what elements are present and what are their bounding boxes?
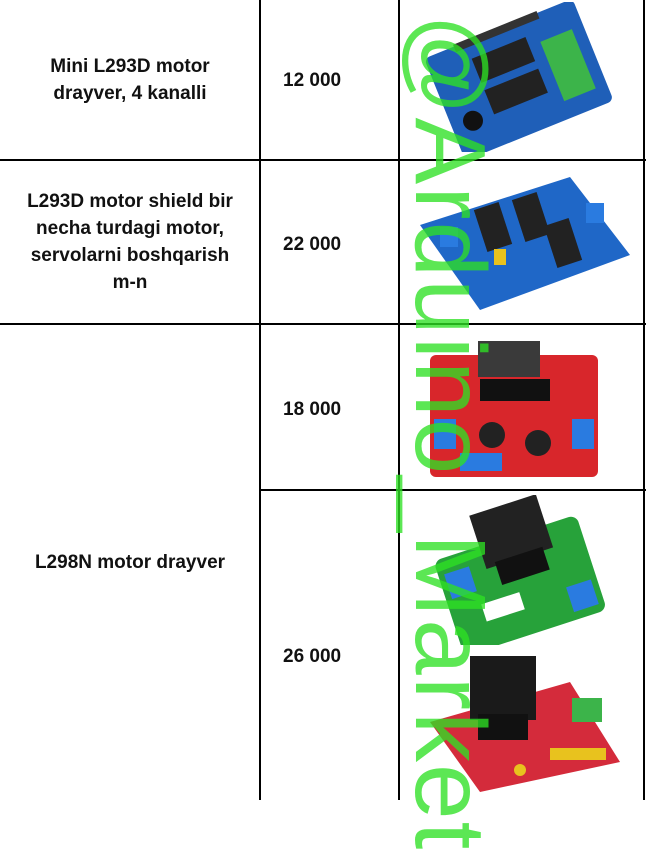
product-name-l293d-shield: L293D motor shield bir necha turdagi mot… <box>0 161 260 323</box>
product-name-mini-l293d: Mini L293D motor drayver, 4 kanalli <box>0 0 260 159</box>
column-divider <box>398 0 400 800</box>
product-name-l298n: L298N motor drayver <box>0 325 260 800</box>
price-l298n-green: 26 000 <box>283 646 342 667</box>
name-line: necha turdagi motor, <box>36 218 224 239</box>
price-l293d-shield: 22 000 <box>283 234 342 255</box>
l298n-red-heatsink-board-image <box>420 652 625 797</box>
row-divider <box>0 323 646 325</box>
l298n-red-board-image <box>420 335 605 483</box>
name-line: drayver, 4 kanalli <box>53 82 207 104</box>
row-divider <box>0 159 646 161</box>
name-line: L298N motor drayver <box>34 552 226 573</box>
l293d-shield-image <box>410 165 635 320</box>
l298n-green-board-image <box>420 495 620 645</box>
name-line: L293D motor shield bir <box>27 191 233 212</box>
table-right-border <box>643 0 645 800</box>
name-line: Mini L293D motor <box>50 55 210 77</box>
price-l298n-red: 18 000 <box>283 399 342 420</box>
row-divider <box>260 489 646 491</box>
price-mini-l293d: 12 000 <box>283 70 342 91</box>
name-line: m-n <box>112 272 148 293</box>
name-line: servolarni boshqarish <box>30 245 230 266</box>
column-divider <box>259 0 261 800</box>
mini-l293d-board-image <box>420 2 620 152</box>
